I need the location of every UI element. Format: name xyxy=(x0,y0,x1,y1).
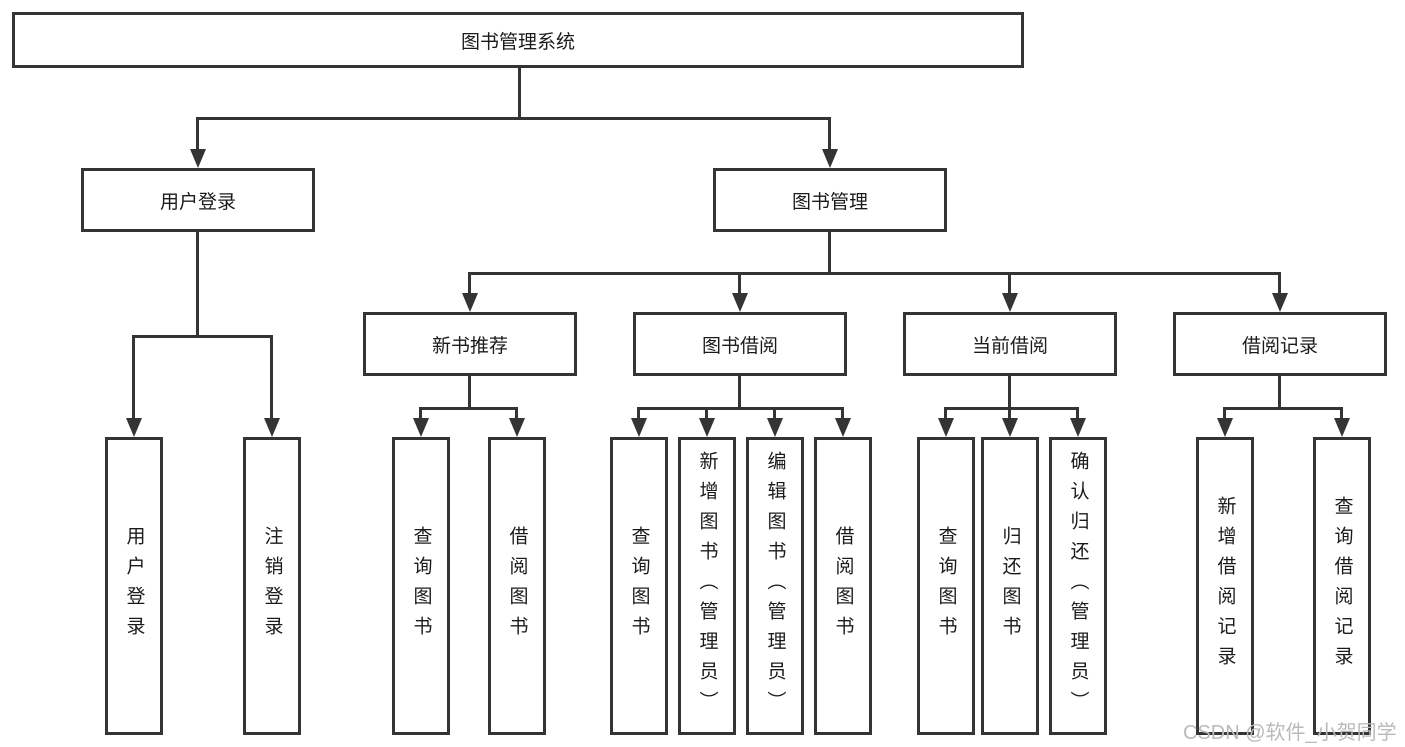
connector-leaf-stem xyxy=(944,407,947,420)
leaf-borrow-query-books: 查询图书 xyxy=(610,437,668,735)
leaf-add-book-admin-label: 新增图书（管理员） xyxy=(696,451,718,721)
arrow-down-icon xyxy=(126,418,142,437)
leaf-borrow-books-label: 借阅图书 xyxy=(832,526,854,646)
leaf-add-book-admin: 新增图书（管理员） xyxy=(678,437,736,735)
connector-leaf-stem xyxy=(419,407,422,420)
leaf-recommend-borrow-books-label: 借阅图书 xyxy=(506,526,528,646)
connector-leaf-stem xyxy=(1223,407,1226,420)
node-root-label: 图书管理系统 xyxy=(460,31,575,53)
connector-new-book-bus xyxy=(419,407,518,410)
leaf-edit-book-admin-label: 编辑图书（管理员） xyxy=(764,451,786,721)
arrow-down-icon xyxy=(1002,418,1018,437)
connector-level3-bus xyxy=(468,272,1281,275)
node-book-borrow-label: 图书借阅 xyxy=(701,335,778,357)
connector-current-borrow-bus xyxy=(944,407,1079,410)
node-book-management: 图书管理 xyxy=(713,168,947,232)
connector-stem-book-borrow xyxy=(738,272,741,295)
leaf-return-books-label: 归还图书 xyxy=(999,526,1021,646)
connector-user-login-drop xyxy=(196,229,199,338)
leaf-return-books: 归还图书 xyxy=(981,437,1039,735)
csdn-watermark: CSDN @软件_小贺同学 xyxy=(1183,722,1397,744)
leaf-confirm-return-admin-label: 确认归还（管理员） xyxy=(1067,451,1089,721)
connector-leaf-stem xyxy=(773,407,776,420)
leaf-recommend-query-books: 查询图书 xyxy=(392,437,450,735)
connector-book-borrow-drop xyxy=(738,373,741,410)
arrow-down-icon xyxy=(732,293,748,312)
arrow-down-icon xyxy=(1334,418,1350,437)
leaf-borrow-books: 借阅图书 xyxy=(814,437,872,735)
leaf-current-query-books: 查询图书 xyxy=(917,437,975,735)
node-new-book-recommend-label: 新书推荐 xyxy=(431,335,508,357)
connector-borrow-records-bus xyxy=(1223,407,1343,410)
arrow-down-icon xyxy=(1002,293,1018,312)
connector-leaf-stem xyxy=(1076,407,1079,420)
node-borrow-records-label: 借阅记录 xyxy=(1241,335,1318,357)
node-new-book-recommend: 新书推荐 xyxy=(363,312,577,376)
arrow-down-icon xyxy=(699,418,715,437)
connector-root-drop xyxy=(518,66,521,120)
arrow-down-icon xyxy=(462,293,478,312)
node-book-borrow: 图书借阅 xyxy=(633,312,847,376)
leaf-edit-book-admin: 编辑图书（管理员） xyxy=(746,437,804,735)
leaf-borrow-query-books-label: 查询图书 xyxy=(628,526,650,646)
connector-user-login-bus xyxy=(132,335,273,338)
connector-stem-new-book xyxy=(468,272,471,295)
connector-leaf-stem xyxy=(1008,407,1011,420)
connector-new-book-drop xyxy=(468,373,471,410)
connector-stem-login-leaf xyxy=(132,335,135,420)
node-user-login-label: 用户登录 xyxy=(159,191,236,213)
arrow-down-icon xyxy=(835,418,851,437)
connector-borrow-records-drop xyxy=(1278,373,1281,410)
leaf-add-borrow-record: 新增借阅记录 xyxy=(1196,437,1254,735)
node-user-login: 用户登录 xyxy=(81,168,315,232)
leaf-query-borrow-record-label: 查询借阅记录 xyxy=(1331,496,1353,676)
leaf-logout-label: 注销登录 xyxy=(261,526,283,646)
arrow-down-icon xyxy=(413,418,429,437)
leaf-user-login: 用户登录 xyxy=(105,437,163,735)
connector-level2-bus xyxy=(196,117,831,120)
connector-current-borrow-drop xyxy=(1008,373,1011,410)
node-book-management-label: 图书管理 xyxy=(791,191,868,213)
leaf-query-borrow-record: 查询借阅记录 xyxy=(1313,437,1371,735)
connector-stem-logout-leaf xyxy=(270,335,273,420)
arrow-down-icon xyxy=(1070,418,1086,437)
connector-stem-borrow-records xyxy=(1278,272,1281,295)
arrow-down-icon xyxy=(938,418,954,437)
arrow-down-icon xyxy=(509,418,525,437)
arrow-down-icon xyxy=(822,149,838,168)
leaf-recommend-borrow-books: 借阅图书 xyxy=(488,437,546,735)
leaf-add-borrow-record-label: 新增借阅记录 xyxy=(1214,496,1236,676)
connector-leaf-stem xyxy=(841,407,844,420)
connector-leaf-stem xyxy=(637,407,640,420)
connector-leaf-stem xyxy=(515,407,518,420)
node-borrow-records: 借阅记录 xyxy=(1173,312,1387,376)
connector-book-borrow-bus xyxy=(637,407,844,410)
arrow-down-icon xyxy=(190,149,206,168)
arrow-down-icon xyxy=(631,418,647,437)
node-current-borrow-label: 当前借阅 xyxy=(971,335,1048,357)
connector-book-management-drop xyxy=(828,229,831,275)
connector-leaf-stem xyxy=(1340,407,1343,420)
connector-stem-book-management xyxy=(828,117,831,151)
connector-stem-user-login xyxy=(196,117,199,151)
arrow-down-icon xyxy=(767,418,783,437)
connector-stem-current-borrow xyxy=(1008,272,1011,295)
leaf-user-login-label: 用户登录 xyxy=(123,526,145,646)
node-current-borrow: 当前借阅 xyxy=(903,312,1117,376)
leaf-logout: 注销登录 xyxy=(243,437,301,735)
connector-leaf-stem xyxy=(705,407,708,420)
node-root-system: 图书管理系统 xyxy=(12,12,1024,68)
leaf-recommend-query-books-label: 查询图书 xyxy=(410,526,432,646)
arrow-down-icon xyxy=(1272,293,1288,312)
arrow-down-icon xyxy=(264,418,280,437)
leaf-current-query-books-label: 查询图书 xyxy=(935,526,957,646)
arrow-down-icon xyxy=(1217,418,1233,437)
leaf-confirm-return-admin: 确认归还（管理员） xyxy=(1049,437,1107,735)
